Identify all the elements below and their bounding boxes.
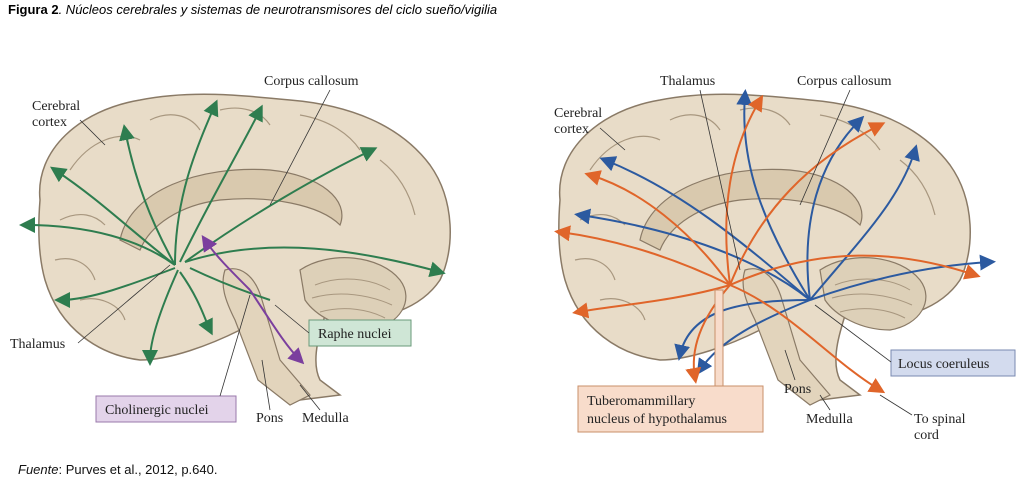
tmn-label-1: Tuberomammillary xyxy=(587,394,695,409)
cholinergic-label: Cholinergic nuclei xyxy=(105,403,209,418)
right-label-medulla: Medulla xyxy=(806,412,853,427)
cholinergic-box xyxy=(95,395,237,423)
figure-title: . Núcleos cerebrales y sistemas de neuro… xyxy=(58,2,498,17)
orange-pathways xyxy=(554,94,981,394)
figure-number: Figura 2 xyxy=(8,2,59,17)
figure-caption: Figura 2. Núcleos cerebrales y sistemas … xyxy=(8,2,497,17)
right-label-spinal-1: To spinal xyxy=(914,412,966,427)
left-label-medulla: Medulla xyxy=(302,411,349,426)
right-label-pons: Pons xyxy=(784,382,811,397)
right-label-cerebral: Cerebral xyxy=(554,106,602,121)
right-label-cortex: cortex xyxy=(554,122,589,137)
locus-coeruleus-box xyxy=(890,349,1016,377)
left-label-cerebral: Cerebral xyxy=(32,99,80,114)
source-text: : Purves et al., 2012, p.640. xyxy=(58,462,218,477)
left-label-pons: Pons xyxy=(256,411,283,426)
blue-pathways xyxy=(574,89,996,375)
left-label-corpus-callosum: Corpus callosum xyxy=(264,74,359,89)
tmn-box xyxy=(577,385,764,433)
purple-pathways xyxy=(201,235,305,365)
left-label-cortex: cortex xyxy=(32,115,67,130)
right-label-thalamus: Thalamus xyxy=(660,74,715,89)
locus-coeruleus-label: Locus coeruleus xyxy=(898,357,989,372)
right-label-corpus-callosum: Corpus callosum xyxy=(797,74,892,89)
figure-source: Fuente: Purves et al., 2012, p.640. xyxy=(18,462,217,477)
left-brain xyxy=(38,93,451,406)
right-label-spinal-2: cord xyxy=(914,428,939,443)
source-prefix: Fuente xyxy=(18,462,59,477)
tmn-label-2: nucleus of hypothalamus xyxy=(587,412,727,427)
left-label-thalamus: Thalamus xyxy=(10,337,65,352)
raphe-label: Raphe nuclei xyxy=(318,327,392,342)
